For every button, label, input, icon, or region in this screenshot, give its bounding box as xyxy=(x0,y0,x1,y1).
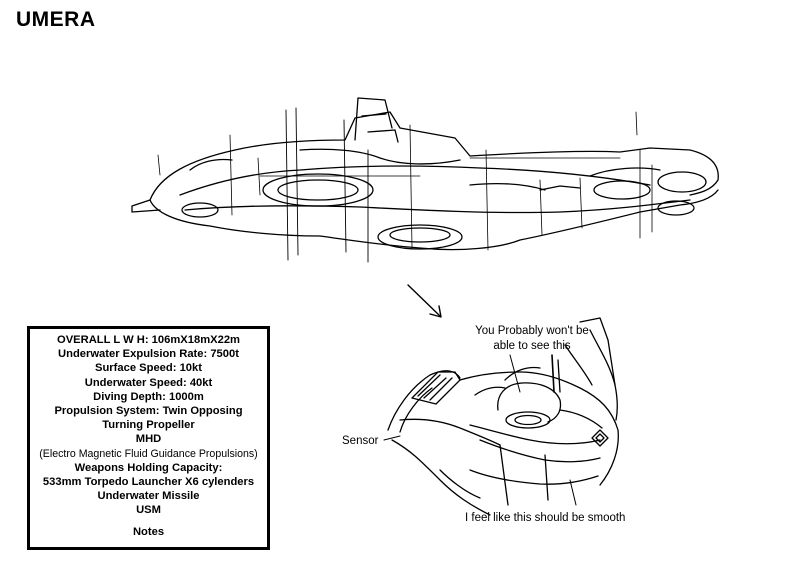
submarine-hull xyxy=(131,97,719,263)
sensor-label: Sensor xyxy=(342,435,379,447)
smooth-note-label: I feel like this should be smooth xyxy=(465,512,626,524)
zoom-arrow xyxy=(407,284,442,318)
spec-line: MHD xyxy=(135,433,162,446)
spec-line: (Electro Magnetic Fluid Guidance Propuls… xyxy=(39,447,258,460)
spec-line: Turning Propeller xyxy=(102,419,195,432)
specifications-panel: OVERALL L W H: 106mX18mX22m Underwater E… xyxy=(27,326,270,550)
spec-line: USM xyxy=(136,504,161,517)
notes-label: Notes xyxy=(132,526,165,538)
spec-line: Underwater Expulsion Rate: 7500t xyxy=(58,348,239,361)
spec-line: Weapons Holding Capacity: xyxy=(74,461,223,474)
spec-line: Propulsion System: Twin Opposing xyxy=(54,405,243,418)
visibility-callout-line: able to see this xyxy=(493,340,571,352)
visibility-callout-line: You Probably won't be xyxy=(475,325,589,337)
sensor-closeup-drawing xyxy=(383,317,619,516)
spec-line: Diving Depth: 1000m xyxy=(93,390,204,403)
visibility-callout: You Probably won't be able to see this xyxy=(452,324,612,354)
spec-line: Underwater Speed: 40kt xyxy=(84,376,213,389)
spec-line: OVERALL L W H: 106mX18mX22m xyxy=(57,334,240,346)
spec-line: 533mm Torpedo Launcher X6 cylenders xyxy=(42,476,255,489)
spec-line: Underwater Missile xyxy=(97,490,200,503)
page-title: UMERA xyxy=(16,8,96,31)
spec-line: Surface Speed: 10kt xyxy=(95,362,202,375)
